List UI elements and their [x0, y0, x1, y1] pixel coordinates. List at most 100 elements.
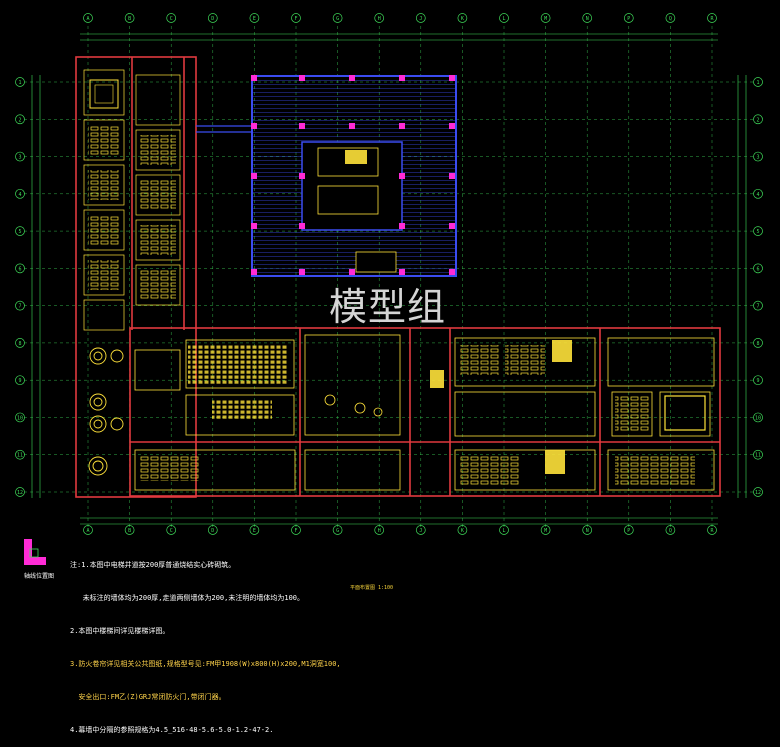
axis-label-row: 1 — [18, 80, 21, 86]
axis-bubble — [166, 13, 177, 23]
axis-label-row: 4 — [18, 192, 21, 198]
watermark: 模型组 — [329, 285, 447, 329]
axis-bubble — [166, 525, 177, 535]
plants — [324, 394, 383, 417]
column-marker — [349, 123, 355, 129]
column-marker — [251, 223, 257, 229]
axis-label-row: 7 — [756, 304, 759, 310]
axis-bubble — [623, 13, 634, 23]
axis-bubble — [15, 375, 25, 386]
axis-label-row: 7 — [18, 304, 21, 310]
axis-label-row: 11 — [755, 453, 761, 459]
axis-label-col: A — [86, 16, 89, 22]
axis-bubble — [707, 13, 717, 23]
axis-label-col: H — [378, 528, 381, 534]
axis-bubble — [374, 13, 385, 23]
axis-label-col: G — [336, 528, 339, 534]
column-marker — [349, 269, 355, 275]
axis-label-row: 8 — [18, 341, 21, 347]
axis-label-col: G — [336, 16, 339, 22]
note-line-1: 注:1.本图中电梯井道按200厚普通烧结实心砖砌筑。 — [70, 561, 236, 569]
column-marker — [399, 173, 405, 179]
column-marker — [299, 75, 305, 81]
axis-label-col: J — [419, 16, 422, 22]
axis-location-inset — [24, 539, 46, 565]
column-marker — [299, 223, 305, 229]
inset-label: 轴线位置图 — [24, 573, 55, 580]
stairs — [345, 150, 572, 474]
axis-label-row: 1 — [756, 80, 759, 86]
axis-bubble — [249, 13, 260, 23]
axis-bubble — [15, 449, 25, 460]
lower-wing — [129, 327, 721, 497]
note-line-1b: 未标注的墙体均为200厚,走道两侧墙体为200,未注明的墙体均为100。 — [70, 594, 305, 602]
round-tables — [88, 347, 124, 476]
column-marker — [251, 173, 257, 179]
axis-bubble — [332, 525, 343, 535]
axis-label-col: K — [461, 16, 464, 22]
axis-bubble — [291, 13, 301, 23]
axis-bubble — [15, 77, 25, 87]
axis-label-col: B — [128, 528, 131, 534]
axis-label-col: D — [211, 528, 214, 534]
axis-label-col: N — [586, 528, 589, 534]
column-marker — [299, 173, 305, 179]
axis-label-row: 6 — [756, 266, 759, 272]
column-marker — [349, 75, 355, 81]
axis-label-row: 11 — [17, 453, 23, 459]
axis-bubble — [753, 412, 763, 423]
axis-bubble — [207, 13, 218, 23]
axis-label-row: 9 — [18, 378, 21, 384]
axis-label-col: J — [419, 528, 422, 534]
axis-label-row: 3 — [756, 155, 759, 161]
axis-label-col: C — [170, 16, 173, 22]
axis-bubble — [83, 13, 93, 23]
axis-label-row: 6 — [18, 266, 21, 272]
axis-label-row: 10 — [755, 415, 761, 421]
axis-label-col: C — [170, 528, 173, 534]
note-line-2: 2.本图中楼梯间详见楼梯详图。 — [70, 627, 170, 635]
axis-bubble — [540, 13, 551, 23]
axis-bubble — [753, 300, 763, 311]
axis-label-row: 2 — [18, 117, 21, 123]
axis-label-col: B — [128, 16, 131, 22]
drawing-title: 平面布置图 1:100 — [350, 585, 394, 591]
axis-bubble — [415, 525, 426, 535]
axis-label-row: 5 — [756, 229, 759, 235]
axis-label-row: 8 — [756, 341, 759, 347]
axis-label-col: E — [253, 528, 256, 534]
axis-label-col: F — [294, 528, 297, 534]
column-marker — [399, 123, 405, 129]
axis-bubble — [83, 525, 93, 535]
left-wing-desks — [88, 79, 176, 300]
axis-label-col: P — [627, 528, 630, 534]
column-marker — [299, 269, 305, 275]
seating-areas — [140, 345, 706, 485]
axis-label-col: M — [544, 528, 547, 534]
column-marker — [449, 75, 455, 81]
axis-label-col: Q — [669, 528, 672, 534]
axis-label-row: 3 — [18, 155, 21, 161]
column-marker — [449, 223, 455, 229]
note-line-3b: 安全出口:FM乙(Z)GRJ常闭防火门,带闭门器。 — [70, 693, 226, 701]
axis-label-col: D — [211, 16, 214, 22]
axis-bubble — [753, 114, 763, 125]
axis-bubble — [291, 525, 301, 535]
axis-label-col: N — [586, 16, 589, 22]
axis-bubble — [499, 525, 509, 535]
axis-bubble — [665, 13, 676, 23]
axis-bubble — [499, 13, 509, 23]
column-marker — [251, 123, 257, 129]
axis-bubble — [415, 13, 426, 23]
axis-bubble — [707, 525, 717, 535]
axis-label-row: 4 — [756, 192, 759, 198]
atrium-block — [196, 75, 457, 277]
note-line-4: 4.幕墙中分隔的参照规格为4.5_516-48-5.6-5.0-1.2-47-2… — [70, 726, 274, 734]
axis-label-row: 5 — [18, 229, 21, 235]
column-marker — [251, 75, 257, 81]
axis-bubble — [15, 487, 25, 497]
axis-bubble — [15, 412, 25, 423]
column-marker — [251, 269, 257, 275]
axis-bubble — [124, 13, 135, 23]
